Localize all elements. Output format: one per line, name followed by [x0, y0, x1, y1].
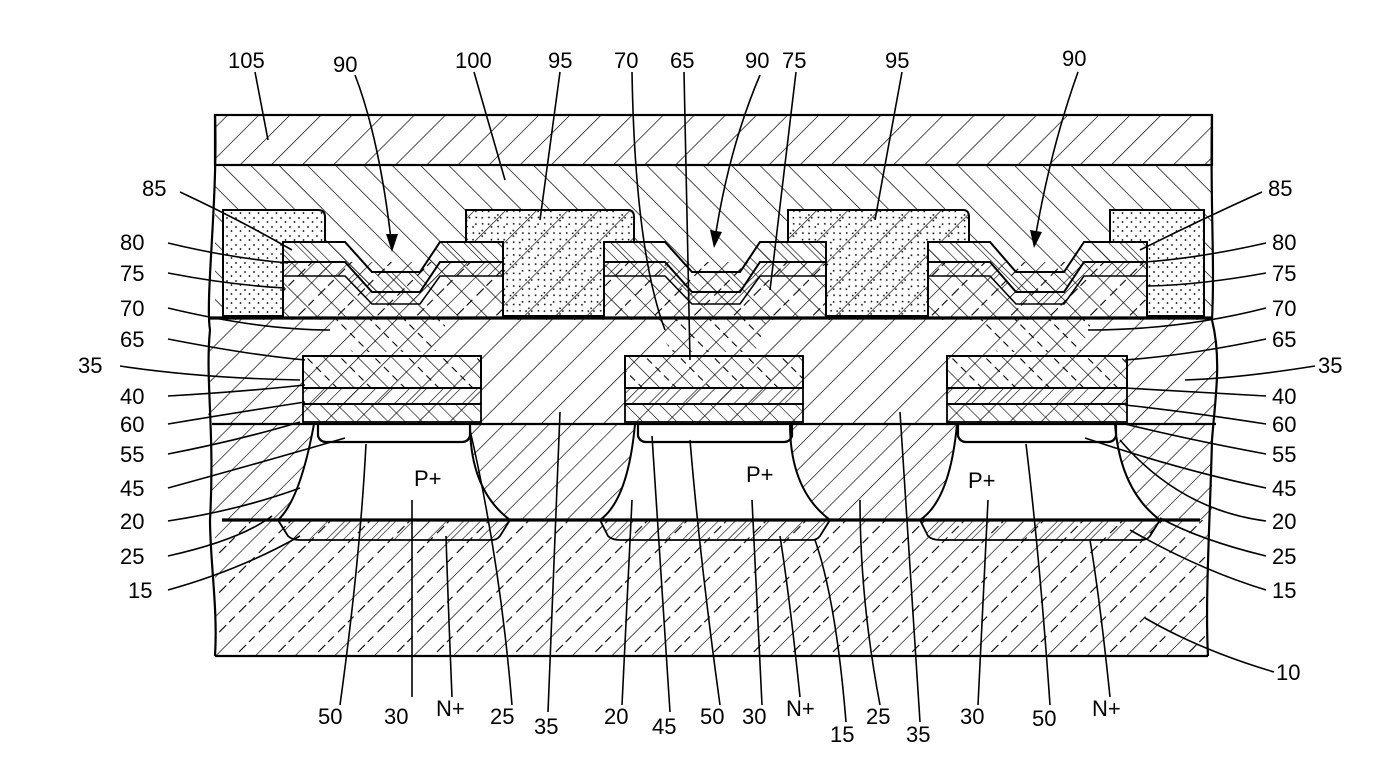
region-label-p3: P+	[968, 468, 996, 493]
label-90: 90	[745, 48, 769, 73]
label-30: 30	[384, 704, 408, 729]
label-45: 45	[652, 714, 676, 739]
label-105: 105	[228, 48, 265, 73]
label-60: 60	[1272, 412, 1296, 437]
label-70: 70	[1272, 296, 1296, 321]
label-40: 40	[1272, 384, 1296, 409]
label-75: 75	[782, 48, 806, 73]
label-35: 35	[78, 353, 102, 378]
label-85: 85	[142, 176, 166, 201]
gate-stacks	[303, 356, 1127, 422]
label-n-plus: N+	[1092, 696, 1121, 721]
label-25: 25	[1272, 544, 1296, 569]
label-30: 30	[742, 704, 766, 729]
label-50: 50	[700, 704, 724, 729]
label-20: 20	[604, 704, 628, 729]
label-85: 85	[1268, 176, 1292, 201]
label-80: 80	[120, 230, 144, 255]
label-65: 65	[670, 48, 694, 73]
region-label-p1: P+	[414, 466, 442, 491]
label-n-plus: N+	[436, 696, 465, 721]
label-95: 95	[548, 48, 572, 73]
label-70: 70	[614, 48, 638, 73]
label-35: 35	[906, 722, 930, 747]
label-55: 55	[1272, 442, 1296, 467]
region-label-p2: P+	[746, 462, 774, 487]
label-75: 75	[120, 261, 144, 286]
label-n-plus: N+	[786, 696, 815, 721]
label-65: 65	[120, 327, 144, 352]
label-25: 25	[866, 704, 890, 729]
label-90: 90	[333, 52, 357, 77]
label-35: 35	[1318, 353, 1342, 378]
label-20: 20	[1272, 509, 1296, 534]
label-65: 65	[1272, 327, 1296, 352]
label-20: 20	[120, 509, 144, 534]
label-70: 70	[120, 296, 144, 321]
label-15: 15	[830, 722, 854, 747]
label-10: 10	[1276, 660, 1300, 685]
label-30: 30	[960, 704, 984, 729]
label-40: 40	[120, 384, 144, 409]
label-45: 45	[1272, 476, 1296, 501]
label-45: 45	[120, 476, 144, 501]
label-25: 25	[490, 704, 514, 729]
label-75: 75	[1272, 261, 1296, 286]
label-15: 15	[1272, 578, 1296, 603]
label-60: 60	[120, 412, 144, 437]
label-90: 90	[1062, 46, 1086, 71]
label-95: 95	[885, 48, 909, 73]
label-50: 50	[318, 704, 342, 729]
p-wells	[278, 424, 1160, 520]
label-100: 100	[455, 48, 492, 73]
label-25: 25	[120, 544, 144, 569]
label-15: 15	[128, 578, 152, 603]
label-55: 55	[120, 442, 144, 467]
label-50: 50	[1032, 706, 1056, 731]
label-80: 80	[1272, 230, 1296, 255]
label-35: 35	[534, 714, 558, 739]
